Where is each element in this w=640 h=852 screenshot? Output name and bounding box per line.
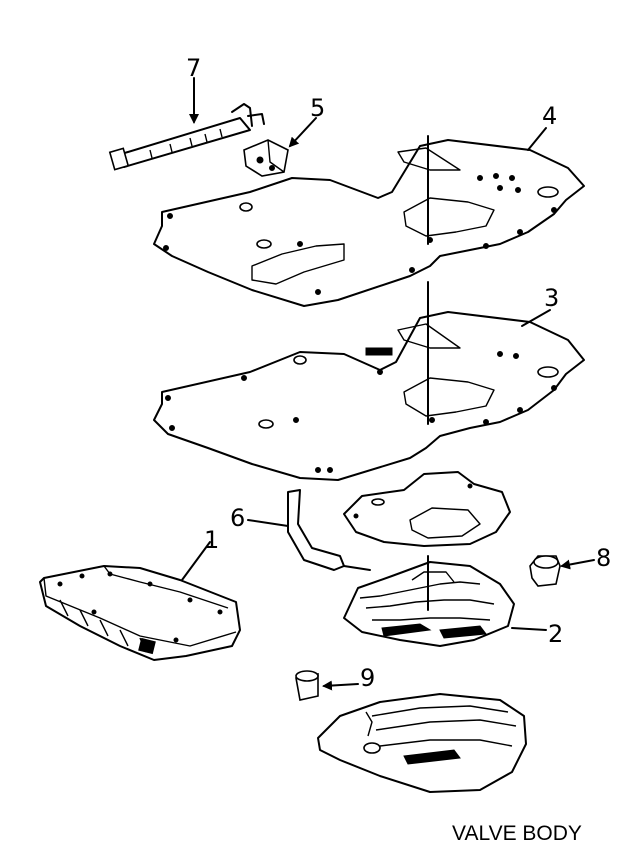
callout-4: 4 [542,102,557,130]
callout-1: 1 [204,526,219,554]
part-9-cup [295,670,319,701]
part-6-tube [287,489,371,571]
gasket [343,471,511,547]
callout-8: 8 [596,544,611,572]
part-3-lower-plate [153,281,585,481]
part-5-bracket [243,139,289,177]
callout-labels: 7 5 4 3 6 1 8 2 9 [186,54,611,692]
callout-7: 7 [186,54,201,82]
part-8-plug [529,555,561,587]
diagram-title: VALVE BODY [452,822,582,845]
callout-2: 2 [548,620,563,648]
callout-3: 3 [544,284,559,312]
part-2-valve-body [343,555,515,647]
callout-5: 5 [310,94,325,122]
part-1-housing [39,565,241,661]
callout-9: 9 [360,664,375,692]
callout-6: 6 [230,504,245,532]
part-4-upper-plate [153,135,585,307]
part-7-tube [108,103,265,171]
leader-lines [181,77,595,691]
oil-pan-filter [317,693,527,793]
